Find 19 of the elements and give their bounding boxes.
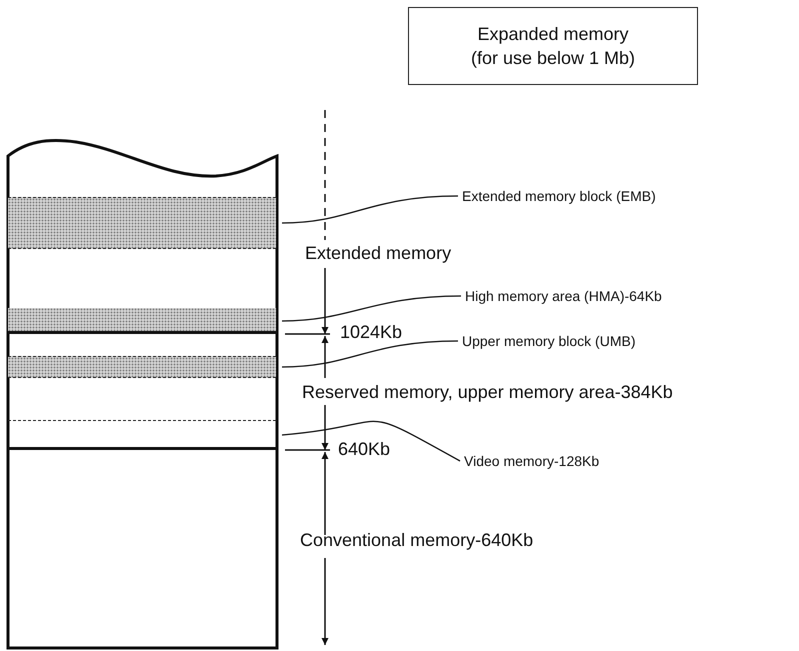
memory-label: 640Kb: [338, 439, 390, 460]
leader-label: Upper memory block (UMB): [462, 333, 636, 349]
memory-label: Reserved memory, upper memory area-384Kb: [302, 382, 673, 403]
memory-label: Extended memory: [305, 243, 452, 264]
leader-label: High memory area (HMA)-64Kb: [465, 288, 662, 304]
memory-region: [8, 420, 276, 450]
shaded-band: [8, 356, 276, 378]
memory-label: 1024Kb: [340, 322, 402, 343]
leader-line: [282, 295, 462, 322]
text-box: Expanded memory (for use below 1 Mb): [408, 7, 698, 85]
leader-label: Video memory-128Kb: [464, 453, 600, 469]
leader-label: Extended memory block (EMB): [462, 188, 656, 204]
leader-line: [282, 195, 458, 224]
memory-label: Conventional memory-640Kb: [300, 530, 534, 551]
shaded-band: [8, 308, 276, 334]
leader-line: [282, 340, 458, 368]
leader-line: [282, 420, 460, 462]
memory-column: [6, 138, 280, 650]
shaded-band: [8, 197, 276, 249]
